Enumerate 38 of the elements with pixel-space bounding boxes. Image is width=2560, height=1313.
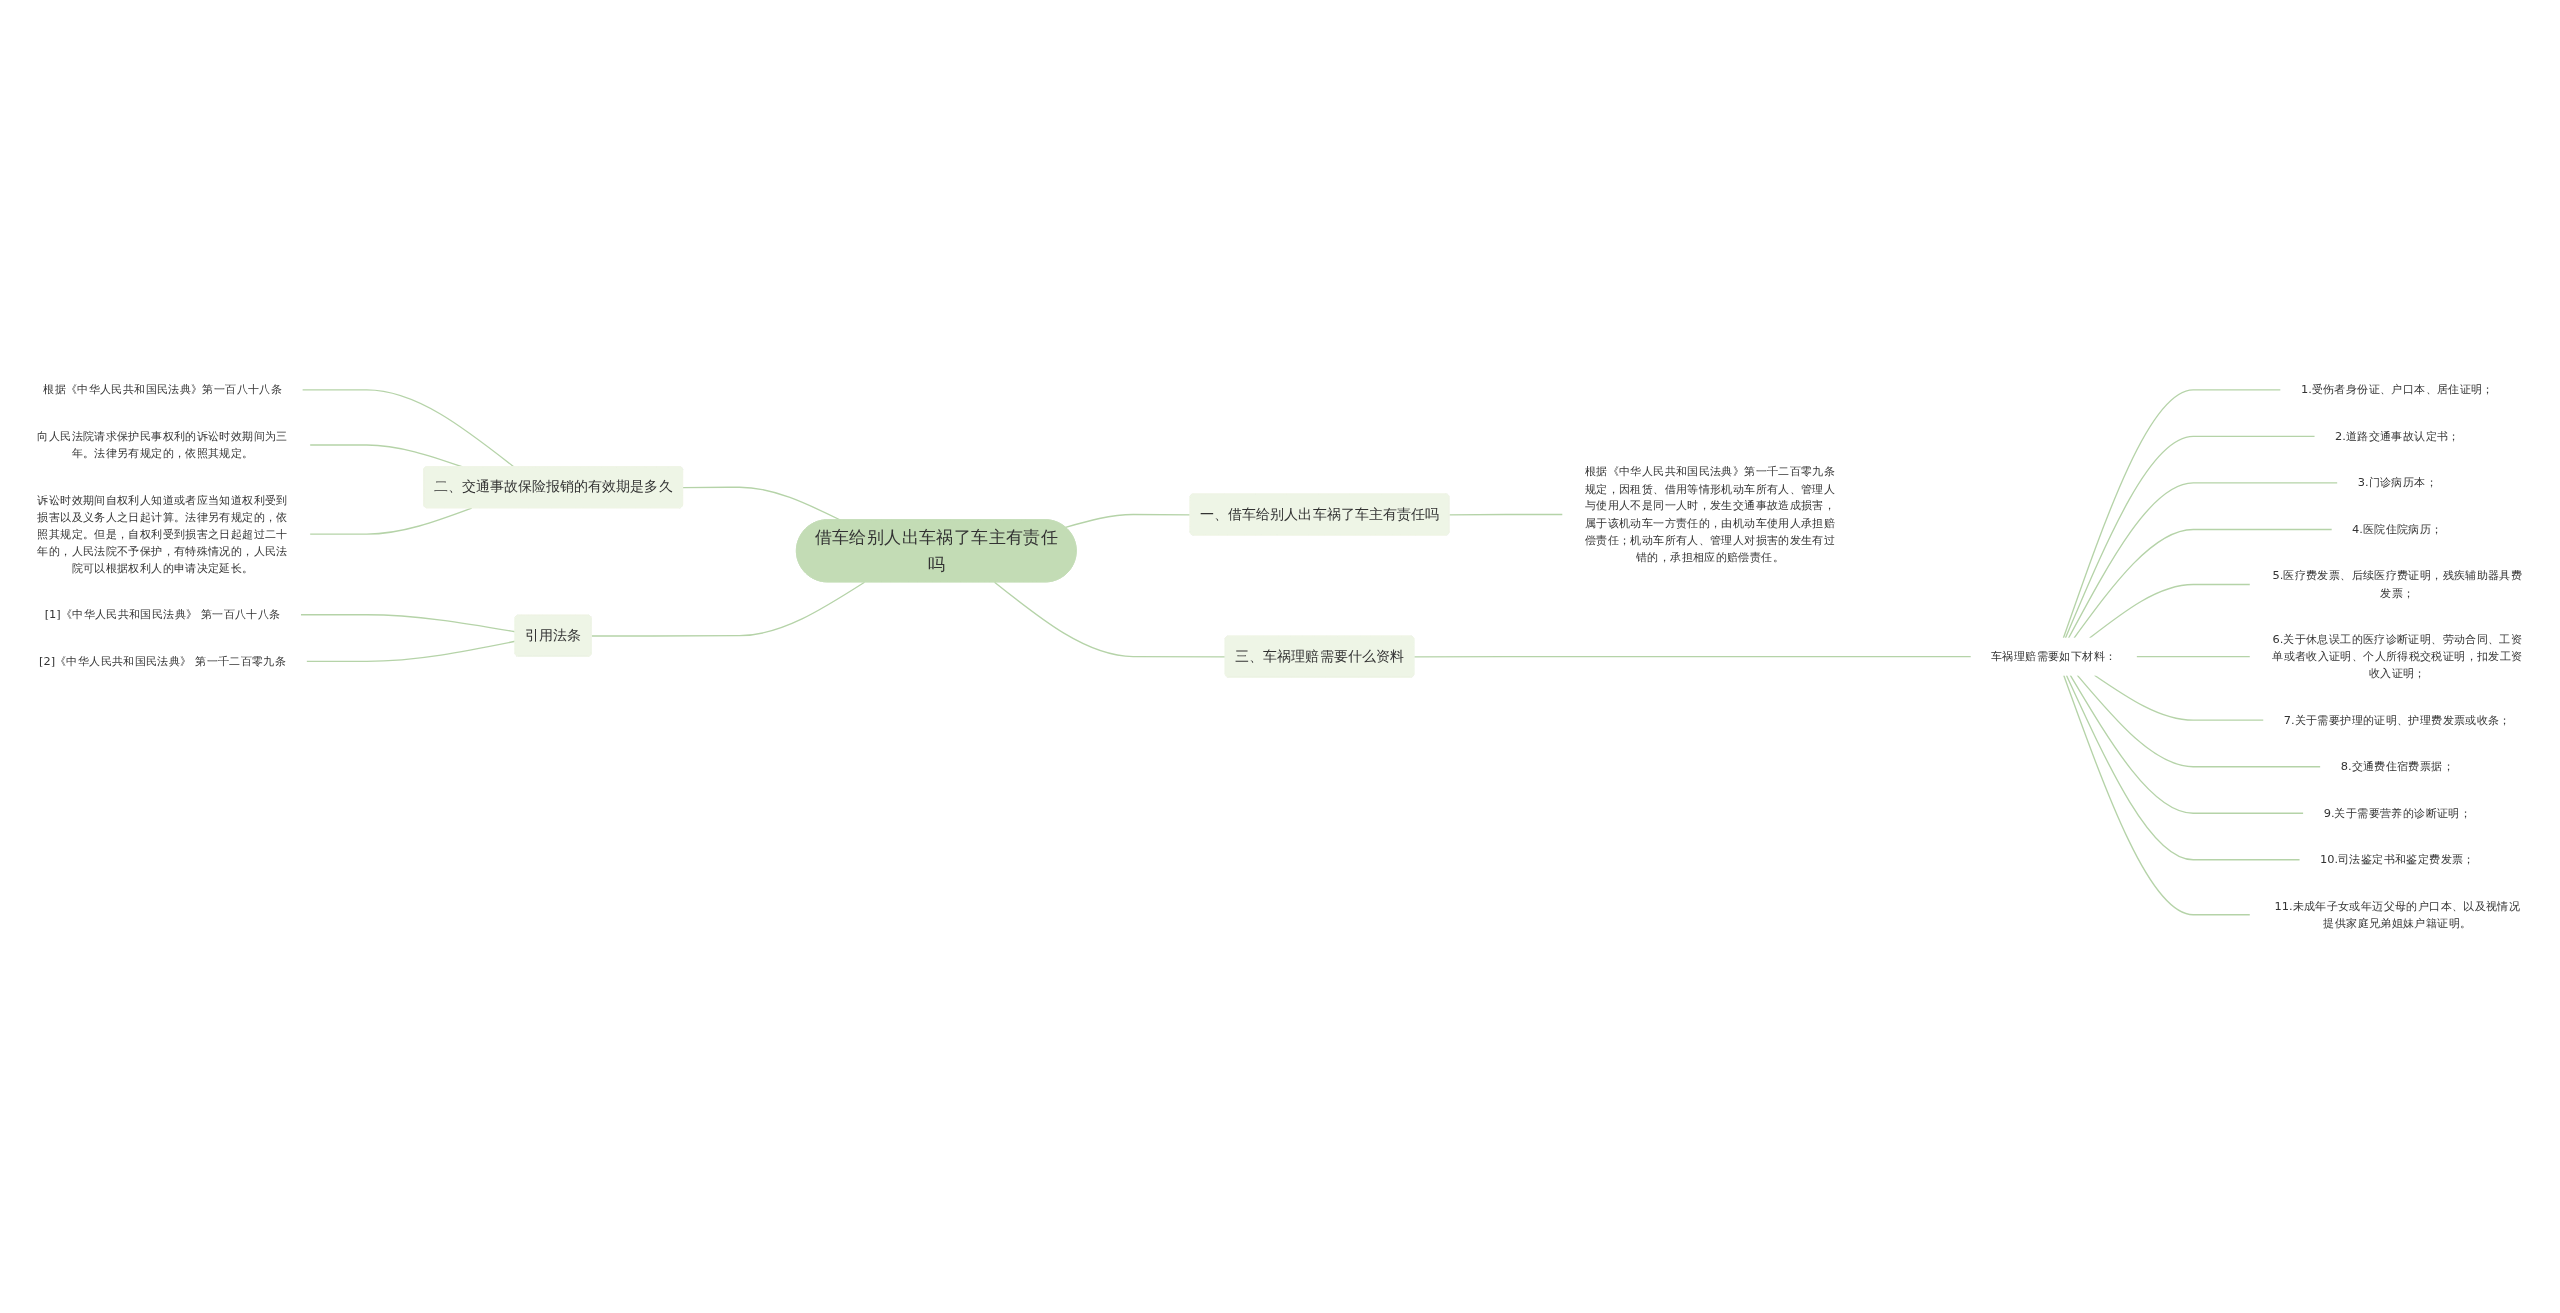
node-text: 1.受伤者身份证、户口本、居住证明； bbox=[2300, 382, 2494, 396]
connector bbox=[309, 507, 473, 535]
connector bbox=[2073, 528, 2333, 639]
node-text: 车祸理赔需要如下材料： bbox=[1991, 649, 2117, 663]
connector bbox=[590, 581, 866, 637]
node-text: 2.道路交通事故认定书； bbox=[2335, 429, 2460, 443]
connector bbox=[2065, 674, 2301, 861]
connector bbox=[2067, 482, 2339, 639]
node-text: 根据《中华人民共和国民法典》第一千二百零九条规定，因租赁、借用等情形机动车所有人、管理人与使用人不是同一人时，发生交通事故造成损害，属于该机动车一方责任的，由机动车使用人承担赔偿责任；机动车所有人、管理人对损害的发生有过错的，承担相应的赔偿责任。 bbox=[1584, 464, 1836, 564]
connector bbox=[2076, 674, 2322, 768]
connector bbox=[2064, 435, 2316, 639]
node-text: 诉讼时效期间自权利人知道或者应当知道权利受到损害以及义务人之日起计算。法律另有规定的，依照其规定。但是，自权利受到损害之日起超过二十年的，人民法院不予保护，有特殊情况的，人民法院可以根据权利人的申请决定延长。 bbox=[37, 492, 288, 575]
connector bbox=[993, 581, 1227, 658]
node-text: 8.交通费住宿费票据； bbox=[2340, 759, 2454, 773]
node-text: 9.关于需要营养的诊断证明； bbox=[2323, 805, 2472, 820]
node-text: [1]《中华人民共和国民法典》 第一百八十八条 bbox=[44, 607, 281, 621]
node-text: 6.关于休息误工的医疗诊断证明、劳动合同、工资单或者收入证明、个人所得税交税证明，扣发工资收入证明； bbox=[2272, 632, 2523, 680]
connector bbox=[305, 640, 516, 662]
connector bbox=[2062, 389, 2282, 639]
connector bbox=[1448, 513, 1564, 516]
connector bbox=[2135, 655, 2251, 658]
node-text: 向人民法院请求保护民事权利的诉讼时效期间为三年。法律另有规定的，依照其规定。 bbox=[37, 429, 288, 460]
connector bbox=[2093, 674, 2265, 721]
connector bbox=[1413, 655, 1972, 658]
node-text: 5.医疗费发票、后续医疗费证明，残疾辅助器具费发票； bbox=[2272, 568, 2523, 600]
node-text: 11.未成年子女或年迈父母的户口本、以及视情况提供家庭兄弟姐妹户籍证明。 bbox=[2274, 898, 2521, 930]
node-text: 4.医院住院病历； bbox=[2352, 522, 2443, 536]
connector bbox=[2063, 674, 2251, 916]
node-text: 7.关于需要护理的证明、护理费发票或收条； bbox=[2283, 712, 2511, 727]
node-text: [2]《中华人民共和国民法典》 第一千二百零九条 bbox=[38, 653, 287, 668]
node-text: 根据《中华人民共和国民法典》第一百八十八条 bbox=[43, 382, 283, 396]
node-text: 10.司法鉴定书和鉴定费发票； bbox=[2320, 852, 2475, 866]
connector bbox=[301, 389, 515, 468]
connector bbox=[1064, 513, 1192, 528]
connector bbox=[2069, 674, 2305, 814]
connector bbox=[299, 614, 516, 633]
connector bbox=[2088, 583, 2251, 639]
node-text: 3.门诊病历本； bbox=[2357, 475, 2437, 490]
